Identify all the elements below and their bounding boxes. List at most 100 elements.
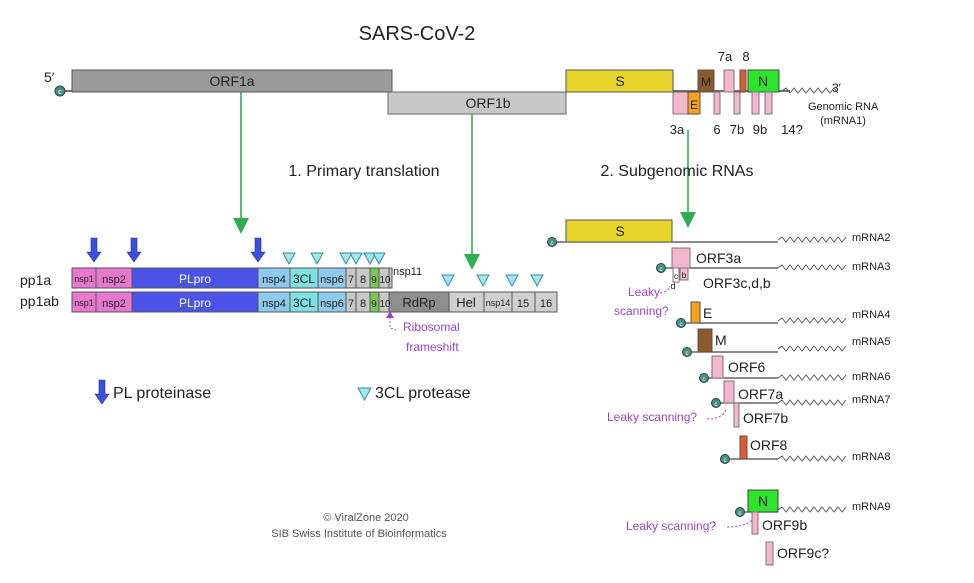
- mrna7-leaky-label: Leaky scanning?: [607, 410, 697, 424]
- orf9b-block: [751, 91, 760, 115]
- svg-text:c: c: [739, 511, 742, 517]
- mrna9-nucleocapsid: [747, 489, 779, 513]
- spike-block: [565, 69, 674, 93]
- cl-legend-icon: [357, 387, 372, 402]
- pp1a-nsp10: 10: [379, 275, 391, 286]
- cl-cleavage-triangles: [282, 252, 544, 288]
- orf1b-label: ORF1b: [465, 95, 510, 111]
- mrna3-leaky-label: Leaky: [628, 285, 660, 299]
- svg-text:c: c: [686, 351, 689, 357]
- pp1a-3cl: 3CL: [293, 272, 315, 286]
- pp1a-polyprotein: [71, 267, 393, 289]
- mrna9-leaky-label: Leaky scanning?: [626, 519, 716, 533]
- pp1a-nsp2: nsp2: [102, 274, 126, 286]
- frameshift-label: frameshift: [406, 340, 459, 354]
- diagram-title: SARS-CoV-2: [359, 23, 476, 45]
- pp1ab-nsp14: nsp14: [486, 298, 511, 308]
- mrna4-label: mRNA4: [852, 309, 891, 321]
- genomic-rna-label: Genomic RNA: [808, 101, 879, 113]
- mrna3-c-label: c: [674, 272, 678, 281]
- three-prime-label: 3′: [832, 81, 842, 95]
- cap-icon: c: [720, 454, 730, 464]
- spike-label: S: [615, 73, 624, 89]
- svg-text:c: c: [715, 402, 718, 408]
- pl-cleavage-arrows: [86, 237, 266, 263]
- mrna8-label: mRNA8: [852, 451, 891, 463]
- label-14: 14?: [781, 122, 803, 137]
- subgenomic-rnas: c S mRNA2 c ORF3a ORF3c,d,b c b d mRNA3 …: [547, 219, 891, 566]
- label-6: 6: [713, 122, 720, 137]
- cap-icon: c: [735, 507, 745, 517]
- pp1a-label: pp1a: [20, 272, 51, 288]
- mrna9-leaky-pointer: [726, 519, 753, 528]
- mrna5-membrane-label: M: [715, 332, 727, 348]
- primary-translation-label: 1. Primary translation: [288, 163, 439, 180]
- mrna9-orf9b: [751, 511, 759, 535]
- pp1ab-nsp15: 15: [517, 298, 529, 310]
- label-7b: 7b: [730, 122, 744, 137]
- pp1ab-nsp2: nsp2: [102, 298, 126, 310]
- orf3a-block: [672, 91, 689, 115]
- poly-a-tail-mrna3: [777, 264, 847, 271]
- pp1ab-nsp16: 16: [540, 298, 552, 310]
- membrane-label: M: [701, 75, 711, 89]
- cap-icon: c: [54, 85, 66, 97]
- orf6-block: [713, 91, 721, 115]
- mrna8-orf8: [739, 435, 748, 460]
- pp1ab-nsp1: nsp1: [74, 298, 94, 308]
- mrna6-orf6-label: ORF6: [728, 359, 766, 375]
- mrna6-orf6: [711, 355, 724, 379]
- mrna3-d-label: d: [670, 281, 675, 291]
- pp1a-nsp1: nsp1: [74, 274, 94, 284]
- mrna4-envelope-label: E: [703, 305, 712, 321]
- mrna9-orf9c-label: ORF9c?: [777, 545, 829, 561]
- svg-text:c: c: [58, 89, 62, 96]
- svg-text:c: c: [703, 377, 706, 383]
- poly-a-tail-mrna9: [777, 506, 847, 513]
- frameshift-arrowhead: [386, 311, 394, 318]
- mrna2-spike-label: S: [615, 223, 624, 239]
- poly-a-tails: [777, 87, 847, 513]
- mrna7-orf7a-label: ORF7a: [738, 386, 783, 402]
- pp1a-nsp4: nsp4: [262, 274, 286, 286]
- pp1a-nsp7: 7: [348, 274, 354, 286]
- envelope-label: E: [690, 98, 698, 112]
- mrna7-label: mRNA7: [852, 394, 891, 406]
- pp1a-nsp11: nsp11: [393, 266, 422, 278]
- mrna4-envelope: [690, 301, 701, 324]
- mrna9-orf9c: [765, 541, 774, 566]
- credit-line2: SIB Swiss Institute of Bioinformatics: [271, 528, 447, 540]
- pp1a-nsp9: 9: [371, 275, 377, 286]
- ribosomal-label: Ribosomal: [403, 320, 460, 334]
- poly-a-tail-mrna4: [777, 317, 847, 324]
- pp1ab-3cl: 3CL: [293, 296, 315, 310]
- pp1ab-plpro: PLpro: [179, 296, 211, 310]
- cap-icon: c: [547, 237, 557, 247]
- poly-a-tail-mrna5: [777, 345, 847, 352]
- pl-legend-label: PL proteinase: [113, 385, 211, 402]
- cap-icon: c: [699, 373, 709, 383]
- mrna3-orf3a: [671, 247, 691, 269]
- mrna3-scanning-label: scanning?: [614, 304, 669, 318]
- mrna3-orf3b: [679, 267, 689, 281]
- credit-line1: © ViralZone 2020: [323, 512, 409, 524]
- pl-legend-icon: [94, 379, 110, 405]
- orf7b-block: [733, 91, 741, 115]
- pp1ab-nsp7: 7: [348, 298, 354, 310]
- mrna7-leaky-pointer: [706, 409, 727, 420]
- mrna8-orf8-label: ORF8: [750, 437, 788, 453]
- mrna1-label: (mRNA1): [820, 115, 866, 127]
- mrna3-label: mRNA3: [852, 261, 891, 273]
- mrna7-orf7a: [723, 380, 735, 404]
- svg-text:c: c: [680, 322, 683, 328]
- label-7a: 7a: [718, 49, 733, 64]
- pp1ab-hel: Hel: [456, 295, 476, 310]
- mrna9-nucleocapsid-label: N: [758, 493, 768, 509]
- mrna7-orf7b-label: ORF7b: [743, 410, 788, 426]
- mrna5-label: mRNA5: [852, 336, 891, 348]
- label-8: 8: [742, 49, 749, 64]
- label-9b: 9b: [753, 122, 767, 137]
- mrna9-label: mRNA9: [852, 501, 891, 513]
- mrna2-spike: [565, 219, 673, 243]
